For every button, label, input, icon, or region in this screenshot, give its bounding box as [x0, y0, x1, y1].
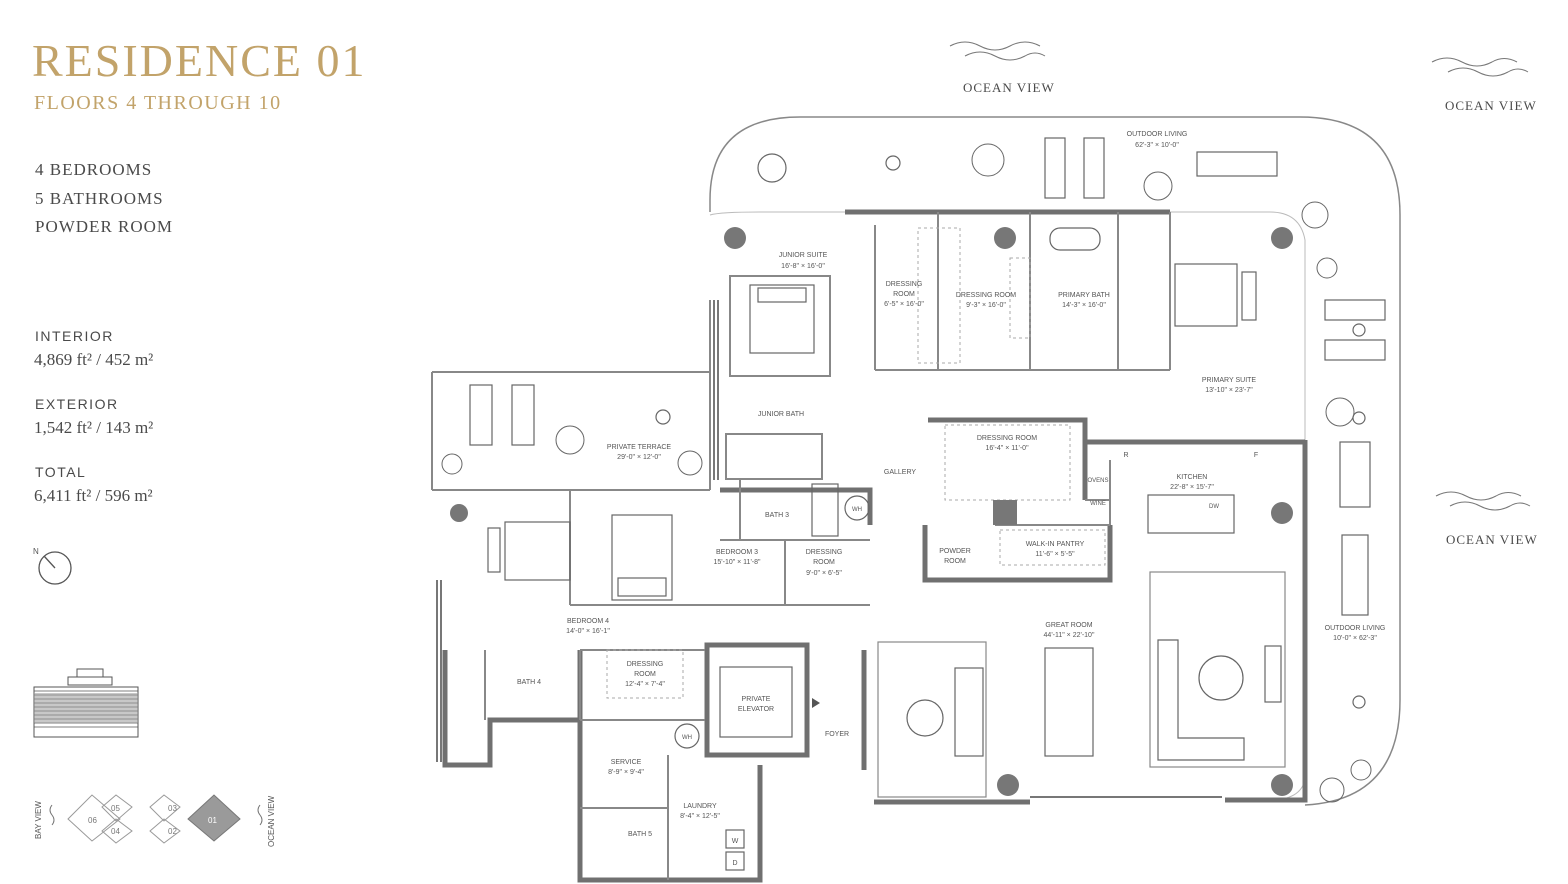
interior-area: 4,869 ft² / 452 m² [34, 350, 154, 369]
outdoor-living-right-label: OUTDOOR LIVING [1325, 625, 1386, 632]
key-plan: BAY VIEW OCEAN VIEW 06 05 04 03 02 01 [34, 794, 276, 847]
dressing-room-a-label2: ROOM [893, 291, 915, 298]
exterior-area: 1,542 ft² / 143 m² [34, 418, 154, 437]
keyplan-unit-06: 06 [88, 816, 97, 825]
private-elevator-label: PRIVATE [742, 696, 771, 703]
bath-5-label: BATH 5 [628, 831, 652, 838]
furniture [469, 137, 1386, 871]
bedroom-3-label: BEDROOM 3 [716, 549, 758, 556]
private-elevator-label2: ELEVATOR [738, 706, 774, 713]
dryer-label: D [732, 860, 737, 867]
private-terrace-dims: 29'-0" × 12'-0" [617, 454, 661, 461]
bath-4-label: BATH 4 [517, 679, 541, 686]
outdoor-living-right-dims: 10'-0" × 62'-3" [1333, 635, 1377, 642]
keyplan-unit-04: 04 [111, 827, 120, 836]
building-elevation-icon [33, 668, 139, 738]
fridge-r-label: R [1123, 452, 1128, 459]
walk-in-pantry-dims: 11'-6" × 5'-5" [1035, 551, 1075, 558]
outdoor-living-top-label: OUTDOOR LIVING [1127, 131, 1188, 138]
ovens-label: OVENS [1087, 478, 1108, 484]
keyplan-unit-03: 03 [168, 804, 177, 813]
gallery-label: GALLERY [884, 469, 916, 476]
dressing-room-a-dims: 6'-5" × 16'-0" [884, 301, 924, 308]
north-compass-icon: N [33, 547, 72, 585]
service-label: SERVICE [611, 759, 642, 766]
washer-label: W [732, 838, 739, 845]
wave-marks [949, 41, 1531, 511]
compass-north-label: N [33, 547, 39, 556]
bedroom-3-dims: 15'-10" × 11'-8" [713, 559, 761, 566]
laundry-label: LAUNDRY [683, 803, 717, 810]
outdoor-living-top-dims: 62'-3" × 10'-0" [1135, 142, 1179, 149]
powder-room-name: POWDER [939, 548, 971, 555]
dressing-room-d-label: DRESSING [806, 549, 843, 556]
kitchen-dims: 22'-8" × 15'-7" [1170, 484, 1214, 491]
wine-label: WINE [1090, 501, 1106, 507]
great-room-label: GREAT ROOM [1045, 622, 1092, 629]
plant-icons [441, 143, 1372, 803]
primary-suite-label: PRIMARY SUITE [1202, 377, 1257, 384]
junior-suite-dims: 16'-8" × 16'-0" [781, 263, 825, 270]
bedrooms-count: 4 BEDROOMS [35, 160, 153, 179]
residence-title: RESIDENCE 01 [32, 35, 367, 86]
ocean-view-right: OCEAN VIEW [1446, 532, 1538, 547]
interior-label: INTERIOR [35, 328, 114, 344]
keyplan-unit-01-highlight [187, 794, 241, 842]
bay-view-label: BAY VIEW [34, 801, 43, 839]
total-label: TOTAL [35, 464, 87, 480]
foyer-label: FOYER [825, 731, 849, 738]
primary-bath-label: PRIMARY BATH [1058, 292, 1110, 299]
elevator-car [719, 666, 793, 738]
walk-in-pantry-label: WALK-IN PANTRY [1026, 541, 1085, 548]
primary-suite-dims: 13'-10" × 23'-7" [1205, 387, 1253, 394]
junior-bath-label: JUNIOR BATH [758, 411, 804, 418]
dishwasher-label: DW [1209, 504, 1219, 510]
water-heater-label-2: WH [682, 735, 692, 741]
dressing-room-c-label: DRESSING ROOM [977, 435, 1037, 442]
total-area: 6,411 ft² / 596 m² [34, 486, 153, 505]
dressing-room-e-dims: 12'-4" × 7'-4" [625, 681, 665, 688]
keyplan-unit-05: 05 [111, 804, 120, 813]
dressing-room-a-label: DRESSING [886, 281, 923, 288]
powder-room-name2: ROOM [944, 558, 966, 565]
dressing-room-d-dims: 9'-0" × 6'-5" [806, 570, 842, 577]
exterior-walls [442, 209, 1308, 883]
columns [450, 227, 1293, 796]
dressing-room-d-label2: ROOM [813, 559, 835, 566]
private-terrace-label: PRIVATE TERRACE [607, 444, 672, 451]
great-room-dims: 44'-11" × 22'-10" [1044, 632, 1095, 639]
bedroom-4-dims: 14'-0" × 16'-1" [566, 628, 610, 635]
bathrooms-count: 5 BATHROOMS [35, 189, 164, 208]
ocean-view-top-right: OCEAN VIEW [1445, 98, 1537, 113]
ocean-view-keyplan-label: OCEAN VIEW [267, 795, 276, 847]
kitchen-label: KITCHEN [1177, 474, 1208, 481]
bedroom-4-label: BEDROOM 4 [567, 618, 609, 625]
junior-suite-label: JUNIOR SUITE [779, 252, 828, 259]
primary-bath-dims: 14'-3" × 16'-0" [1062, 302, 1106, 309]
floors-subtitle: FLOORS 4 THROUGH 10 [34, 92, 282, 114]
dressing-room-b-dims: 9'-3" × 16'-0" [966, 302, 1006, 309]
freezer-f-label: F [1254, 452, 1258, 459]
dressing-room-c-dims: 16'-4" × 11'-0" [985, 445, 1029, 452]
ocean-view-top: OCEAN VIEW [963, 80, 1055, 95]
dressing-room-e-label: DRESSING [627, 661, 664, 668]
water-heater-label-1: WH [852, 507, 862, 513]
service-dims: 8'-9" × 9'-4" [608, 769, 644, 776]
powder-room-label: POWDER ROOM [35, 217, 174, 236]
dressing-room-e-label2: ROOM [634, 671, 656, 678]
interior-walls [431, 212, 1171, 880]
balcony-outline [709, 116, 1401, 806]
keyplan-unit-01: 01 [208, 816, 217, 825]
keyplan-unit-02: 02 [168, 827, 177, 836]
bath-3-label: BATH 3 [765, 512, 789, 519]
dressing-room-b-label: DRESSING ROOM [956, 292, 1016, 299]
exterior-label: EXTERIOR [35, 396, 119, 412]
laundry-dims: 8'-4" × 12'-5" [680, 813, 720, 820]
